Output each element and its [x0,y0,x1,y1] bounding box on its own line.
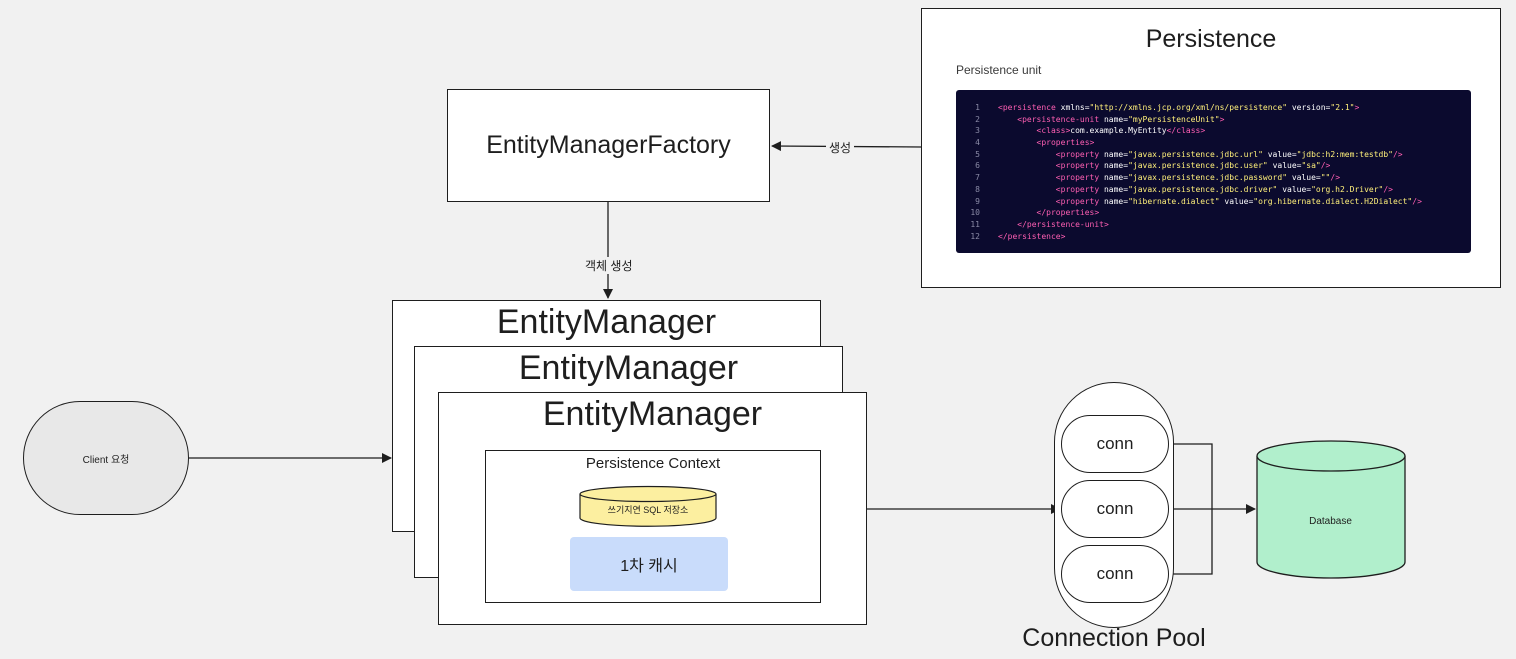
code-line-number: 5 [975,149,980,159]
database-cylinder-icon [1256,440,1406,579]
entity-manager-title: EntityManager [496,303,717,341]
connection-2: conn [1061,480,1169,538]
code-line-number: 10 [970,208,980,218]
code-line-text: <persistence xmlns="http://xmlns.jcp.org… [998,103,1360,112]
entity-manager-title: EntityManager [518,349,739,387]
entity-manager-factory: EntityManagerFactory [447,89,770,202]
conn3-to-database-line [1169,509,1213,575]
code-line-text: <persistence-unit name="myPersistenceUni… [1017,114,1225,124]
code-line-number: 7 [975,173,980,183]
client-request: Client 요청 [23,401,189,515]
code-line-text: </persistence-unit> [1017,219,1109,229]
code-line: 2 <persistence-unit name="myPersistenceU… [956,114,1471,126]
first-level-cache: 1차 캐시 [570,537,728,591]
code-line-number: 1 [975,103,980,112]
code-line: 7 <property name="javax.persistence.jdbc… [956,172,1471,184]
code-line: 4 <properties> [956,137,1471,149]
code-line: 11 </persistence-unit> [956,219,1471,231]
object-create-edge-label: 객체 생성 [582,257,636,274]
first-level-cache-label: 1차 캐시 [620,558,678,575]
code-line-number: 9 [975,196,980,206]
code-line-number: 8 [975,184,980,194]
code-line-text: </properties> [1036,208,1100,218]
code-line: 10 </properties> [956,207,1471,219]
conn1-to-database-line [1169,443,1213,509]
code-line-number: 4 [975,138,980,148]
code-line-text: <class>com.example.MyEntity</class> [1036,126,1206,136]
code-line-number: 2 [975,114,980,124]
entity-manager-title: EntityManager [542,395,763,433]
code-line-number: 3 [975,126,980,136]
database-label: Database [1309,516,1352,527]
code-line: 8 <property name="javax.persistence.jdbc… [956,184,1471,196]
code-line-text: <property name="javax.persistence.jdbc.u… [1055,149,1403,159]
code-line-number: 6 [975,161,980,171]
code-line: 12 </persistence> [956,231,1471,243]
client-request-label: Client 요청 [82,454,130,466]
code-line-number: 12 [970,231,980,241]
code-line-text: <property name="javax.persistence.jdbc.d… [1055,184,1393,194]
connection-pool-label: Connection Pool [1022,624,1206,652]
code-line-text: <property name="javax.persistence.jdbc.u… [1055,161,1331,171]
code-line-text: <properties> [1036,138,1095,148]
sql-store-cylinder-icon [579,485,717,527]
code-line-text: </persistence> [998,231,1066,241]
sql-store-label: 쓰기지연 SQL 저장소 [607,505,689,515]
code-line: 9 <property name="hibernate.dialect" val… [956,196,1471,208]
persistence-panel: Persistence Persistence unit 1 <persisten… [921,8,1501,288]
code-line: 6 <property name="javax.persistence.jdbc… [956,160,1471,172]
persistence-context-title: Persistence Context [585,455,721,472]
connection-3: conn [1061,545,1169,603]
code-line: 1 <persistence xmlns="http://xmlns.jcp.or… [956,102,1471,114]
code-line-text: <property name="javax.persistence.jdbc.p… [1055,173,1341,183]
entity-manager-factory-label: EntityManagerFactory [486,131,731,159]
create-edge-label: 생성 [826,139,855,156]
persistence-unit-label: Persistence unit [956,63,1042,77]
persistence-xml-code: 1 <persistence xmlns="http://xmlns.jcp.or… [956,90,1471,253]
connection-1: conn [1061,415,1169,473]
code-line: 3 <class>com.example.MyEntity</class> [956,125,1471,137]
code-line-number: 11 [970,219,980,229]
code-line: 5 <property name="javax.persistence.jdbc… [956,149,1471,161]
persistence-title: Persistence [1145,25,1277,53]
code-line-text: <property name="hibernate.dialect" value… [1055,196,1422,206]
